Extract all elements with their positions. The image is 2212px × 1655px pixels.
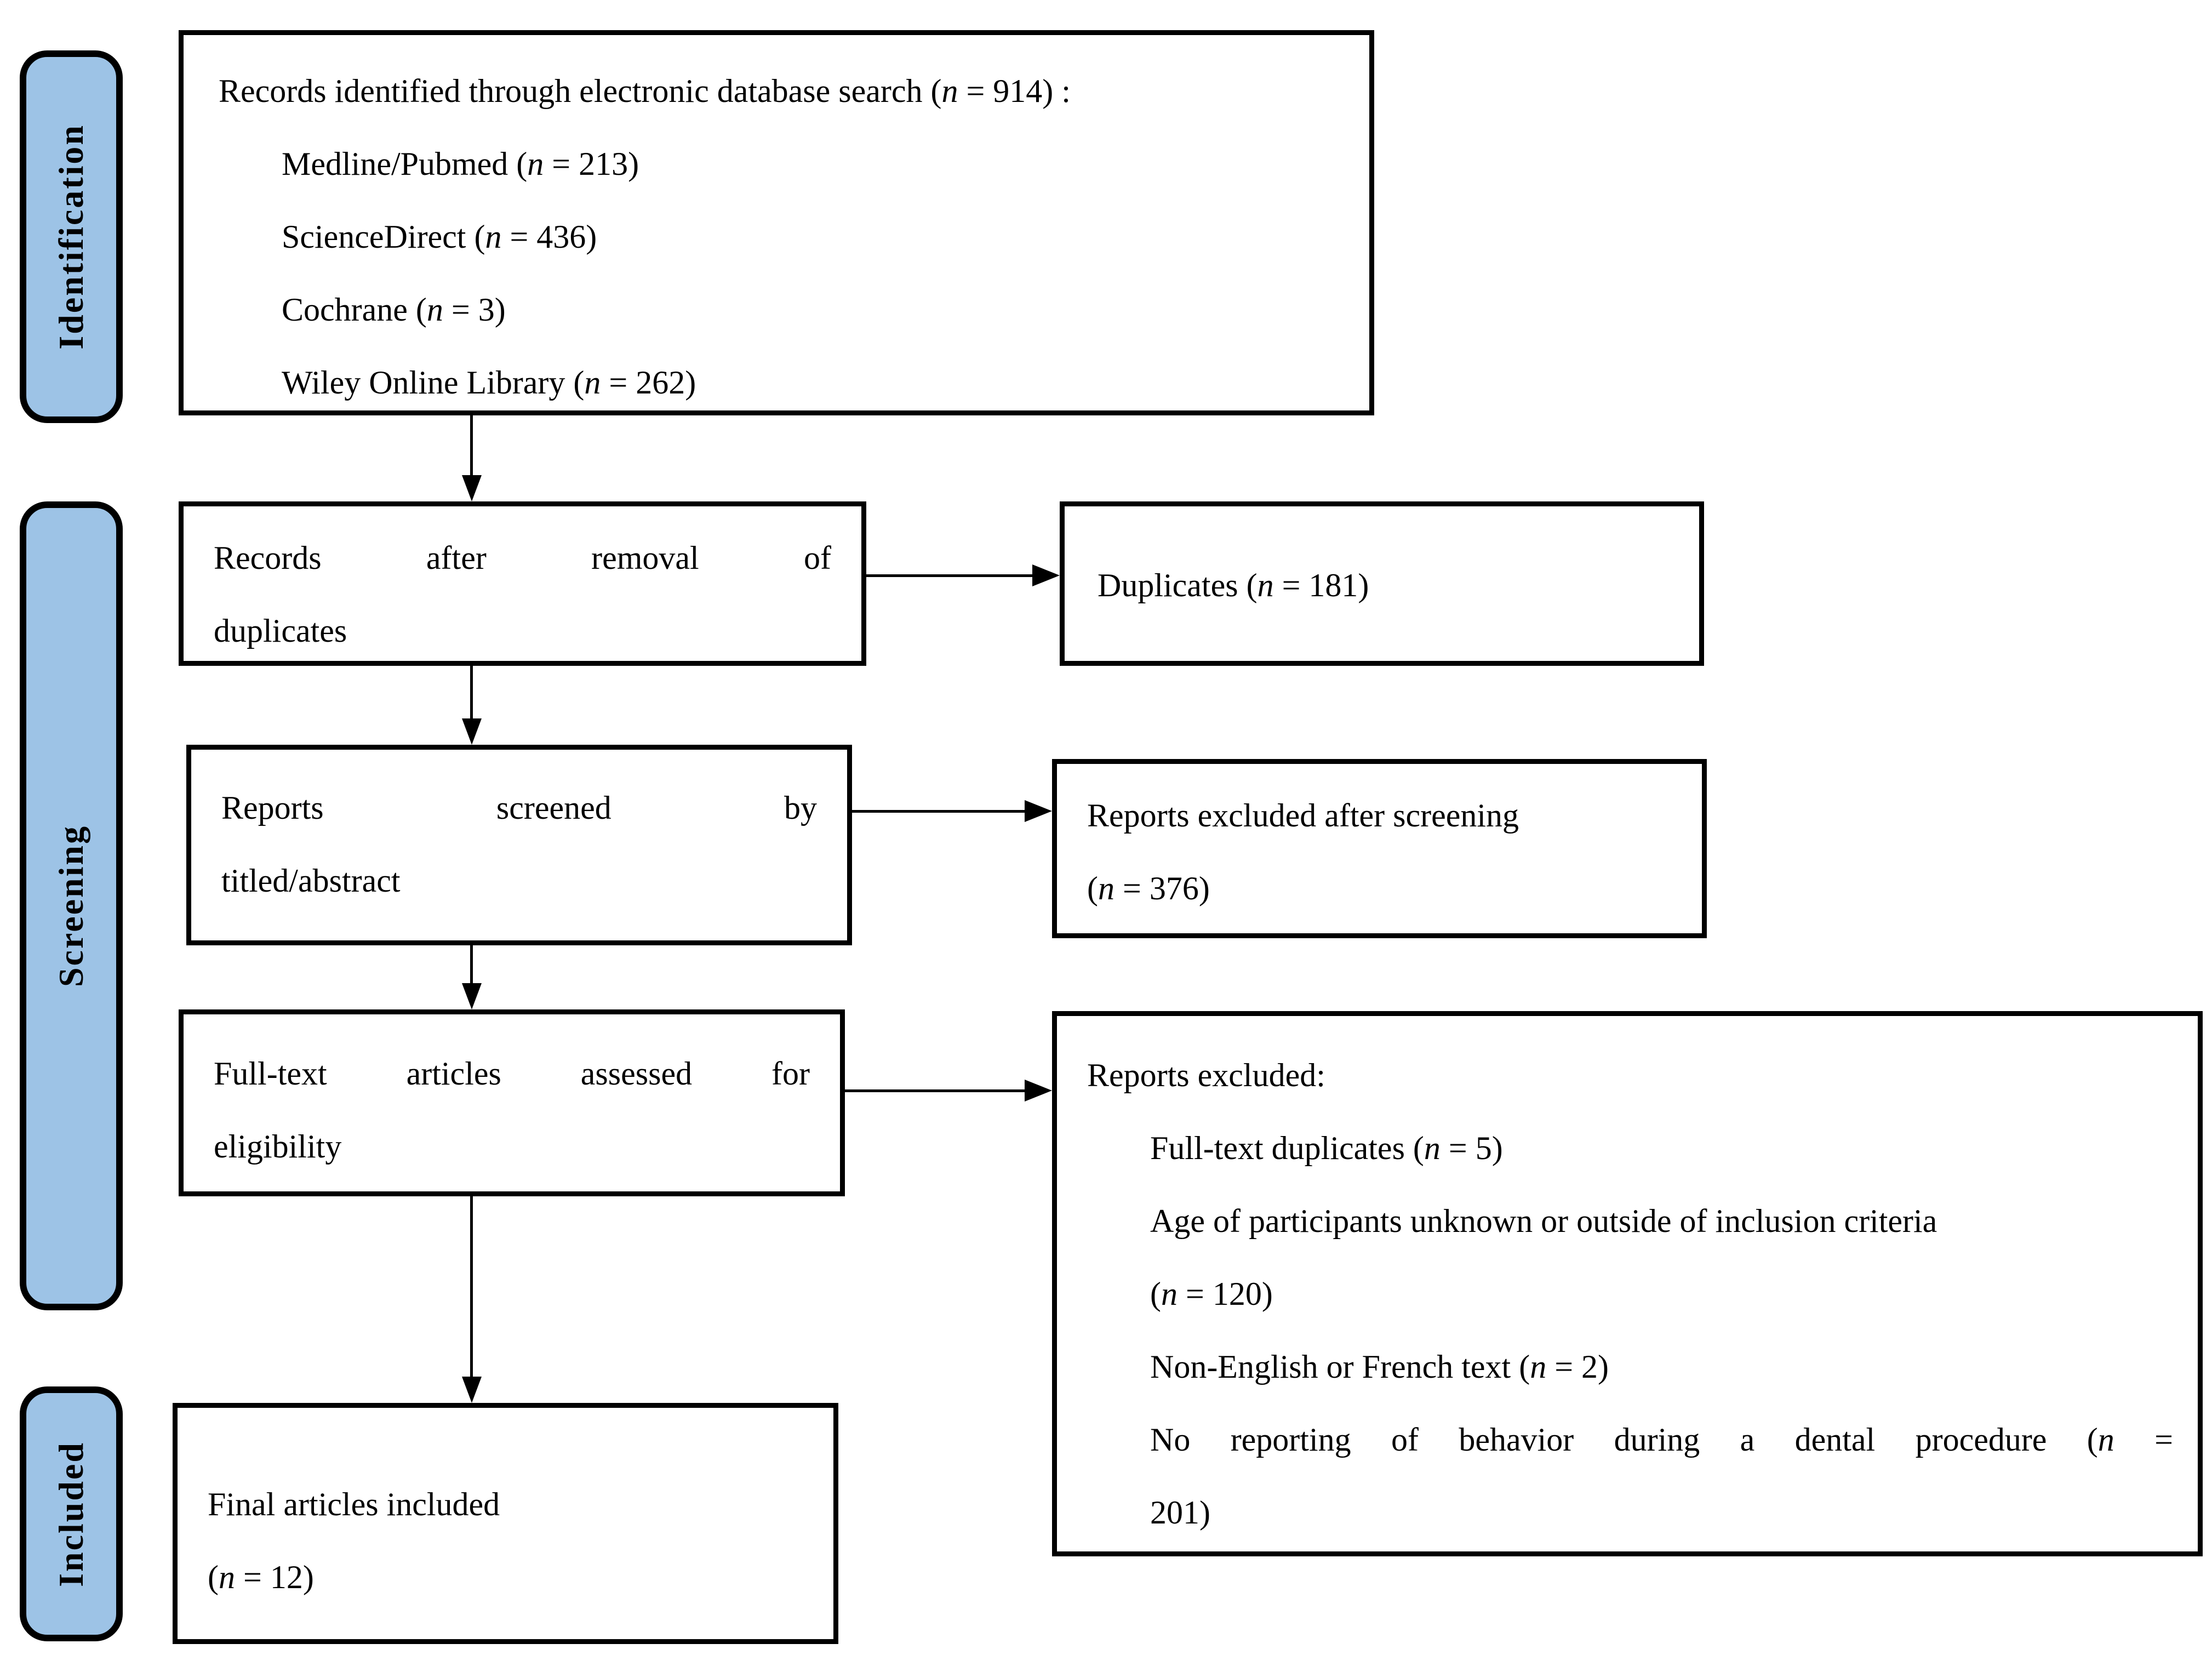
reports-excluded-title: Reports excluded: — [1087, 1057, 1325, 1093]
box-records-after-duplicates: Records after removal of duplicates — [179, 501, 866, 666]
arrow-right-1-stem — [866, 574, 1036, 577]
box-reports-excluded-fulltext: Reports excluded: Full-text duplicates (… — [1052, 1011, 2203, 1556]
final-included-line-2: (n = 12) — [208, 1559, 314, 1595]
arrow-down-3-head — [462, 983, 482, 1009]
arrow-right-3-head — [1025, 1080, 1052, 1102]
source-wiley: Wiley Online Library (n = 262) — [282, 364, 696, 401]
arrow-down-4-stem — [470, 1196, 473, 1378]
box-fulltext-assessed: Full-text articles assessed for eligibil… — [179, 1009, 845, 1196]
stage-identification: Identification — [20, 50, 123, 423]
excluded-no-reporting-line-2: 201) — [1150, 1494, 1210, 1531]
arrow-down-2-head — [462, 718, 482, 745]
after-duplicates-line-2: duplicates — [214, 613, 347, 649]
fulltext-line-1: Full-text articles assessed for — [214, 1055, 810, 1092]
excluded-age-line-1: Age of participants unknown or outside o… — [1150, 1203, 1937, 1239]
excluded-screening-line-1: Reports excluded after screening — [1087, 797, 1519, 834]
excluded-language: Non-English or French text (n = 2) — [1150, 1349, 1609, 1385]
screened-line-2: titled/abstract — [221, 863, 401, 899]
arrow-right-1-head — [1032, 564, 1060, 586]
final-included-line-1: Final articles included — [208, 1486, 500, 1522]
arrow-down-1-head — [462, 475, 482, 501]
stage-included: Included — [20, 1386, 123, 1641]
after-duplicates-line-1: Records after removal of — [214, 540, 831, 576]
records-identified-title: Records identified through electronic da… — [219, 73, 1071, 109]
source-medline: Medline/Pubmed (n = 213) — [282, 146, 639, 182]
arrow-down-4-head — [462, 1377, 482, 1403]
arrow-right-3-stem — [845, 1089, 1027, 1092]
excluded-screening-line-2: (n = 376) — [1087, 870, 1210, 906]
box-final-included: Final articles included (n = 12) — [173, 1403, 838, 1644]
duplicates-line: Duplicates (n = 181) — [1098, 567, 1369, 603]
arrow-down-2-stem — [470, 666, 473, 721]
fulltext-line-2: eligibility — [214, 1128, 342, 1165]
arrow-down-3-stem — [470, 945, 473, 986]
screened-line-1: Reports screened by — [221, 790, 817, 826]
source-sciencedirect: ScienceDirect (n = 436) — [282, 219, 597, 255]
stage-screening: Screening — [20, 501, 123, 1310]
excluded-no-reporting-line-1: No reporting of behavior during a dental… — [1150, 1422, 2173, 1458]
excluded-age-line-2: (n = 120) — [1150, 1276, 1273, 1312]
arrow-right-2-stem — [852, 810, 1027, 813]
box-reports-screened: Reports screened by titled/abstract — [186, 745, 852, 945]
stage-identification-label: Identification — [52, 124, 90, 350]
box-reports-excluded-screening: Reports excluded after screening (n = 37… — [1052, 759, 1707, 938]
arrow-down-1-stem — [470, 415, 473, 478]
box-duplicates: Duplicates (n = 181) — [1060, 501, 1704, 666]
stage-included-label: Included — [52, 1441, 90, 1587]
arrow-right-2-head — [1025, 800, 1052, 822]
box-records-identified: Records identified through electronic da… — [179, 30, 1374, 415]
excluded-fulltext-duplicates: Full-text duplicates (n = 5) — [1150, 1130, 1503, 1166]
source-cochrane: Cochrane (n = 3) — [282, 292, 506, 328]
stage-screening-label: Screening — [52, 824, 90, 988]
